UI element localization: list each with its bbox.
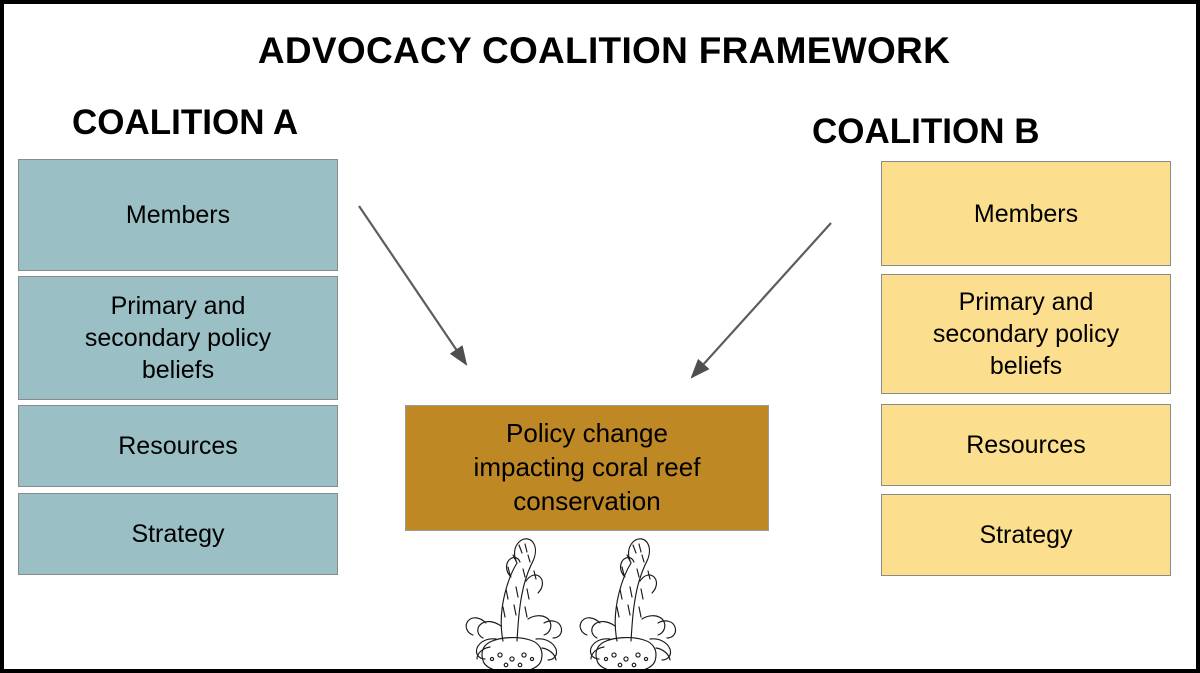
policy-change-box: Policy change impacting coral reef conse…	[405, 405, 769, 531]
coalition-a-box-policy-beliefs: Primary and secondary policy beliefs	[18, 276, 338, 400]
coalition-b-heading: COALITION B	[812, 112, 1040, 151]
arrow-coalition-a-to-policy	[358, 205, 468, 366]
coral-left-icon	[465, 538, 563, 669]
coalition-a-box-strategy: Strategy	[18, 493, 338, 575]
coalition-b-box-strategy: Strategy	[881, 494, 1171, 576]
coral-right-icon	[579, 538, 677, 669]
page-title: ADVOCACY COALITION FRAMEWORK	[257, 30, 951, 71]
coalition-b-box-members: Members	[881, 161, 1171, 266]
coalition-b-box-policy-beliefs: Primary and secondary policy beliefs	[881, 274, 1171, 394]
coral-branches-illustration	[465, 538, 677, 669]
arrow-coalition-b-to-policy	[690, 222, 832, 379]
coalition-b-box-resources: Resources	[881, 404, 1171, 486]
coalition-a-box-members: Members	[18, 159, 338, 271]
coalition-a-box-resources: Resources	[18, 405, 338, 487]
coalition-a-heading: COALITION A	[72, 103, 299, 142]
